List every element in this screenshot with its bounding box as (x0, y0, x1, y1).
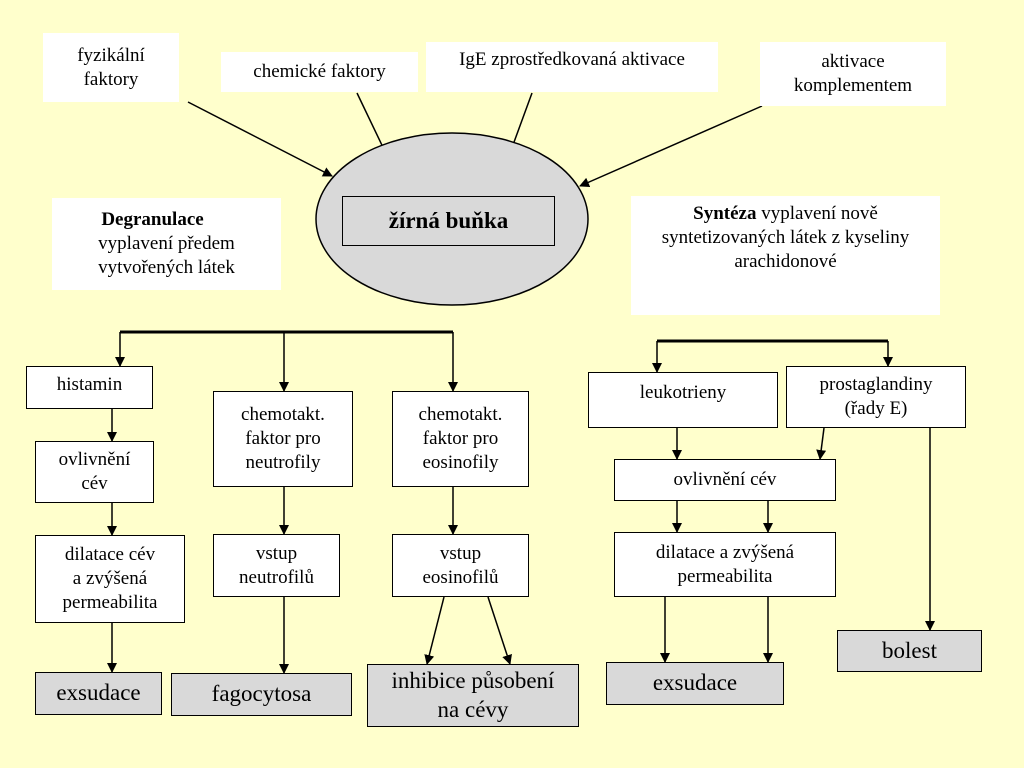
left-dilatation-box: dilatace cév a zvýšená permeabilita (35, 535, 185, 623)
source-ige-activation: IgE zprostředkovaná aktivace (426, 42, 718, 92)
arrow-physical-to-mastcell (187, 101, 333, 177)
right-vessel-effect-box: ovlivnění cév (614, 459, 836, 501)
prostaglandins-box: prostaglandiny (řady E) (786, 366, 966, 428)
chemo-eosinophil-box: chemotakt. faktor pro eosinofily (392, 391, 529, 487)
arrow-complement-to-mastcell (579, 105, 763, 187)
chemo-neutrophil-box: chemotakt. faktor pro neutrofily (213, 391, 353, 487)
arrow-entry-to-inhibition-left (424, 596, 445, 665)
synthesis-box: Syntéza vyplavení nově syntetizovaných l… (631, 196, 940, 315)
source-complement-activation: aktivace komplementem (760, 42, 946, 106)
mast-cell-ellipse (315, 132, 589, 306)
pain-box: bolest (837, 630, 982, 672)
phagocytosis-box: fagocytosa (171, 673, 352, 716)
left-vessel-effect-box: ovlivnění cév (35, 441, 154, 503)
neutrophil-entry-box: vstup neutrofilů (213, 534, 340, 597)
mast-cell-label: žírná buňka (342, 196, 555, 246)
left-exudation-box: exsudace (35, 672, 162, 715)
right-dilatation-box: dilatace a zvýšená permeabilita (614, 532, 836, 597)
arrow-entry-to-inhibition-right (487, 596, 512, 665)
inhibition-box: inhibice působení na cévy (367, 664, 579, 727)
eosinophil-entry-box: vstup eosinofilů (392, 534, 529, 597)
arrow-prostaglandins-to-vessels (816, 427, 827, 460)
source-chemical-factors: chemické faktory (221, 52, 418, 92)
histamine-box: histamin (26, 366, 153, 409)
source-physical-factors: fyzikální faktory (43, 33, 179, 102)
degranulation-box: Degranulace vyplavení předem vytvořených… (52, 198, 281, 290)
leukotrienes-box: leukotrieny (588, 372, 778, 428)
right-exudation-box: exsudace (606, 662, 784, 705)
